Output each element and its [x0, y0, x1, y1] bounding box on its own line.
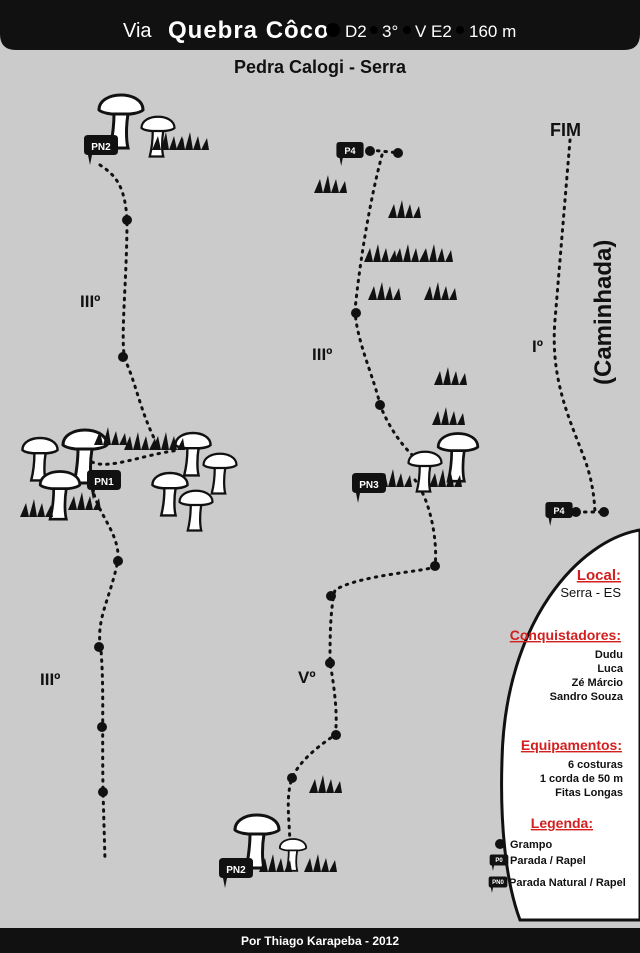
conquistador-2: Luca [597, 663, 624, 675]
equipamentos-title: Equipamentos: [521, 737, 622, 753]
equipamento-3: Fitas Longas [555, 787, 623, 799]
bolt-icon [98, 787, 108, 797]
grade-left-lower: IIIº [40, 670, 60, 689]
grade-left-upper: IIIº [80, 292, 100, 311]
local-value: Serra - ES [560, 585, 621, 600]
tree-icon [38, 470, 82, 521]
bolt-icon [326, 591, 336, 601]
grass [20, 132, 467, 872]
station-p4-mid: P4 [344, 146, 355, 156]
footer-bar [0, 928, 640, 953]
bullet-icon [403, 26, 411, 34]
bolt-icon [351, 308, 361, 318]
bolt-icon [331, 730, 341, 740]
bolt-icon [571, 507, 581, 517]
page-subtitle: Pedra Calogi - Serra [234, 57, 407, 77]
bullet-icon [326, 23, 340, 37]
equipamento-1: 6 costuras [568, 759, 623, 771]
route-length: 160 m [469, 22, 516, 41]
grade-d: D2 [345, 22, 367, 41]
bolt-icon [97, 722, 107, 732]
bullet-icon [370, 26, 378, 34]
grade-mid-upper: IIIº [312, 345, 332, 364]
route-name: Quebra Côco [168, 17, 330, 44]
conquistador-4: Sandro Souza [550, 691, 624, 703]
legenda-grampo: Grampo [510, 839, 552, 851]
bolt-icon [393, 148, 403, 158]
station-pn2-top: PN2 [91, 142, 111, 153]
bolt-icon [325, 658, 335, 668]
station-p4-right: P4 [553, 506, 564, 516]
header-bar [0, 0, 640, 50]
station-pn3: PN3 [359, 480, 379, 491]
grade-general: 3° [382, 22, 398, 41]
info-panel [500, 528, 640, 922]
conquistador-3: Zé Márcio [572, 677, 624, 689]
header-prefix: Via [123, 20, 152, 42]
grade-v: V E2 [415, 22, 452, 41]
equipamento-2: 1 corda de 50 m [540, 773, 623, 785]
caminhada-label: (Caminhada) [590, 240, 617, 385]
conquistador-1: Dudu [595, 649, 623, 661]
legenda-parada-natural: Parada Natural / Rapel [509, 877, 626, 889]
bullet-icon [456, 26, 464, 34]
conquistadores-title: Conquistadores: [510, 627, 621, 643]
bolt-icon [118, 352, 128, 362]
bolt-icon [122, 215, 132, 225]
tree-icon [202, 452, 238, 495]
tree-icon [436, 432, 480, 483]
bolts [94, 146, 609, 797]
bolt-icon [113, 556, 123, 566]
bolt-icon [365, 146, 375, 156]
legenda-parada-natural-symbol: PN0 [492, 880, 504, 886]
tree-icon [174, 431, 212, 477]
footer-credit: Por Thiago Karapeba - 2012 [241, 934, 399, 948]
legenda-parada-symbol: P0 [495, 858, 503, 864]
local-title: Local: [577, 567, 621, 584]
station-pn1: PN1 [94, 477, 114, 488]
bolt-icon [287, 773, 297, 783]
legenda-title: Legenda: [531, 815, 593, 831]
stations: PN2 PN1 P4 PN3 PN2 P4 [84, 135, 573, 888]
bolt-icon [94, 642, 104, 652]
bolt-icon [599, 507, 609, 517]
grade-right: Iº [532, 337, 543, 356]
tree-icon [178, 489, 214, 532]
grade-mid-lower: Vº [298, 668, 316, 687]
tree-icon [278, 838, 308, 872]
legenda-parada: Parada / Rapel [510, 855, 586, 867]
grampo-icon [495, 839, 505, 849]
bolt-icon [430, 561, 440, 571]
station-pn2-bottom: PN2 [226, 865, 246, 876]
fim-label: FIM [550, 120, 581, 140]
bolt-icon [375, 400, 385, 410]
